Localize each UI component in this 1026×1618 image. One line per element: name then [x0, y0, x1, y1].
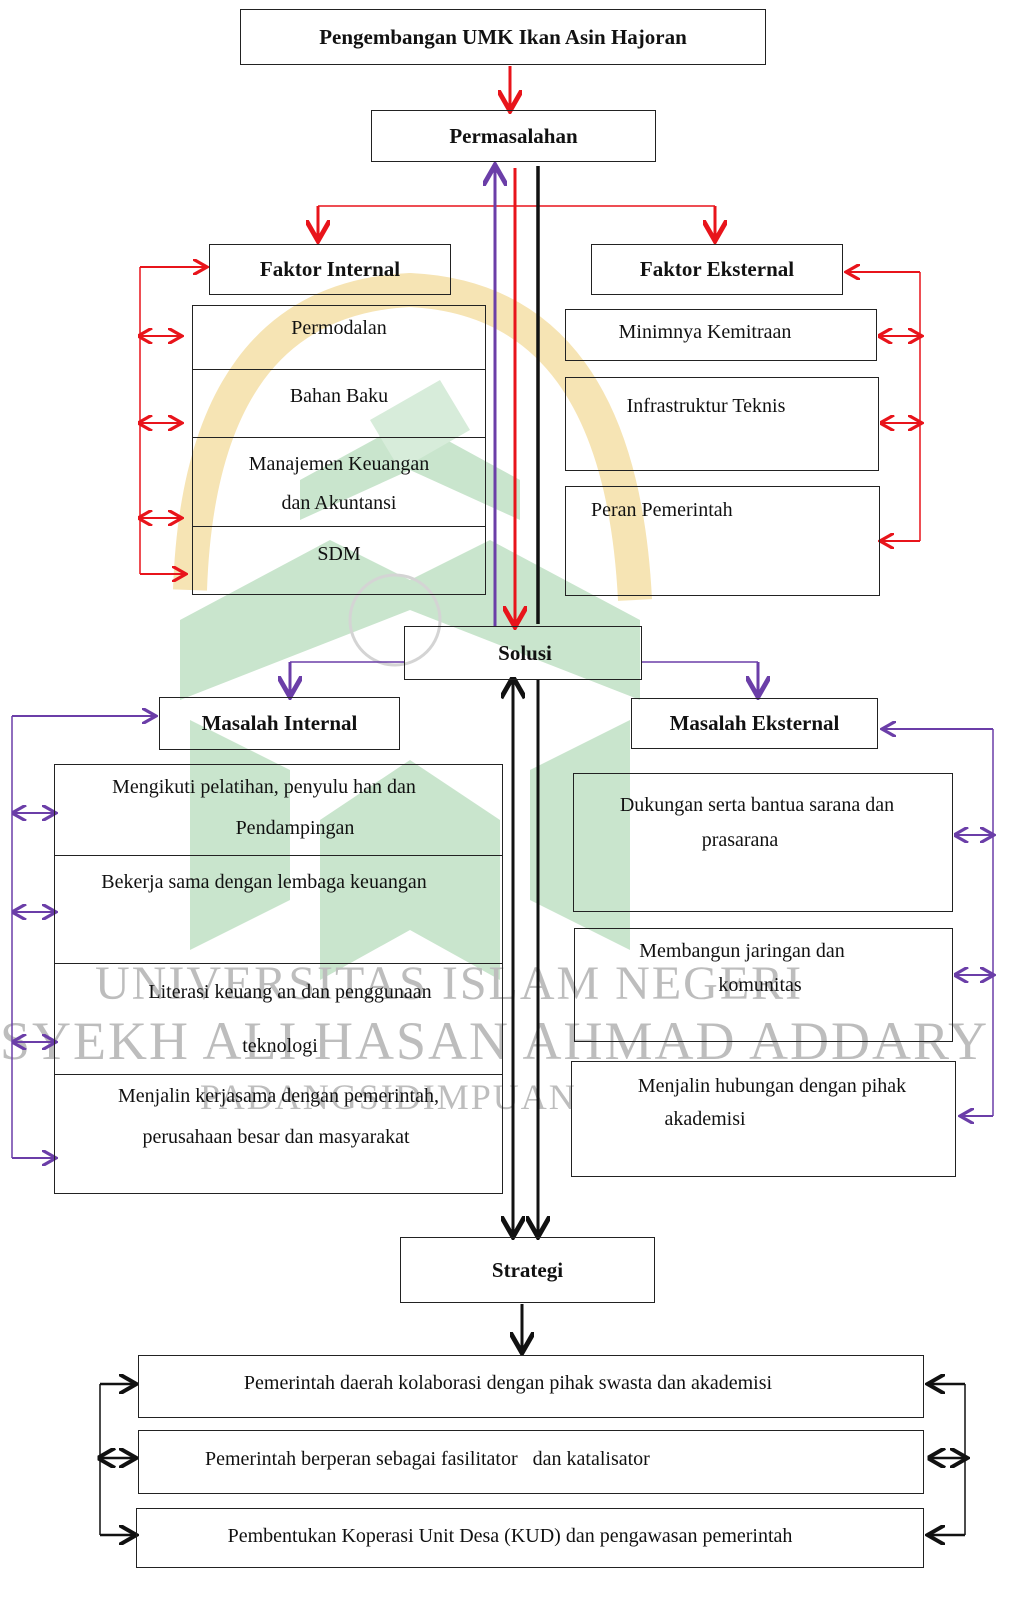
internal-problem-divider — [54, 1074, 503, 1075]
external-problem-item: akademisi — [664, 1108, 746, 1130]
external-factor-item: Infrastruktur Teknis — [626, 395, 786, 417]
strategy-item: Pembentukan Koperasi Unit Desa (KUD) dan… — [227, 1525, 793, 1547]
internal-factor-list — [192, 305, 486, 595]
strategy-label: Strategi — [491, 1257, 564, 1282]
internal-problem-item: Literasi keuang an dan penggunaan — [148, 981, 432, 1003]
internal-problem-header: Masalah Internal — [159, 697, 400, 750]
problem-label: Permasalahan — [449, 123, 578, 148]
external-factor-title: Faktor Eksternal — [639, 257, 795, 281]
external-problem-item-box — [574, 928, 953, 1042]
external-factor-item: Peran Pemerintah — [591, 499, 733, 521]
internal-problem-divider — [54, 963, 503, 964]
external-problem-item: Menjalin hubungan dengan pihak — [637, 1075, 907, 1097]
strategy-item: Pemerintah berperan sebagai fasilitator … — [205, 1448, 650, 1470]
diagram-title: Pengembangan UMK Ikan Asin Hajoran — [240, 9, 766, 65]
external-problem-item: Dukungan serta bantua sarana dan — [619, 794, 895, 816]
watermark-line-1: UNIVERSITAS ISLAM NEGERI — [95, 957, 804, 1010]
diagram-title-text: Pengembangan UMK Ikan Asin Hajoran — [319, 24, 687, 49]
internal-problem-title: Masalah Internal — [201, 711, 358, 735]
internal-problem-item: Menjalin kerjasama dengan pemerintah, — [118, 1085, 439, 1107]
external-problem-item: komunitas — [718, 974, 802, 996]
external-factor-item-box — [565, 309, 877, 361]
internal-factor-item: dan Akuntansi — [281, 492, 397, 514]
internal-problem-item: Pendampingan — [235, 817, 355, 839]
external-factor-item-box — [565, 486, 880, 596]
internal-factor-divider — [192, 437, 486, 438]
external-factor-item-box — [565, 377, 879, 471]
external-problem-title: Masalah Eksternal — [669, 711, 840, 735]
internal-problem-divider — [54, 855, 503, 856]
external-problem-item: prasarana — [701, 829, 779, 851]
external-problem-item-box — [573, 773, 953, 912]
internal-problem-item: teknologi — [242, 1035, 318, 1057]
internal-factor-item: Bahan Baku — [289, 385, 389, 407]
external-problem-item: Membangun jaringan dan — [639, 940, 845, 962]
internal-problem-item: perusahaan besar dan masyarakat — [142, 1126, 410, 1148]
solution-label: Solusi — [498, 640, 552, 665]
strategy-item-box — [138, 1430, 924, 1494]
internal-factor-item: Permodalan — [291, 317, 387, 339]
strategy-item-box — [136, 1508, 924, 1568]
internal-factor-header: Faktor Internal — [209, 244, 451, 295]
external-factor-item: Minimnya Kemitraan — [618, 321, 792, 343]
internal-factor-title: Faktor Internal — [259, 257, 401, 281]
strategy-box: Strategi — [400, 1237, 655, 1303]
strategy-item: Pemerintah daerah kolaborasi dengan piha… — [243, 1372, 773, 1394]
problem-box: Permasalahan — [371, 110, 656, 162]
internal-factor-divider — [192, 526, 486, 527]
external-problem-header: Masalah Eksternal — [631, 698, 878, 749]
external-problem-item-box — [571, 1061, 956, 1177]
external-factor-header: Faktor Eksternal — [591, 244, 843, 295]
internal-factor-item: SDM — [317, 543, 361, 565]
internal-problem-item: Mengikuti pelatihan, penyulu han dan — [112, 776, 416, 798]
internal-factor-divider — [192, 369, 486, 370]
solution-box: Solusi — [404, 626, 642, 680]
internal-problem-list — [54, 764, 503, 1194]
internal-factor-item: Manajemen Keuangan — [248, 453, 430, 475]
strategy-item-box — [138, 1355, 924, 1418]
internal-problem-item: Bekerja sama dengan lembaga keuangan — [101, 871, 427, 893]
